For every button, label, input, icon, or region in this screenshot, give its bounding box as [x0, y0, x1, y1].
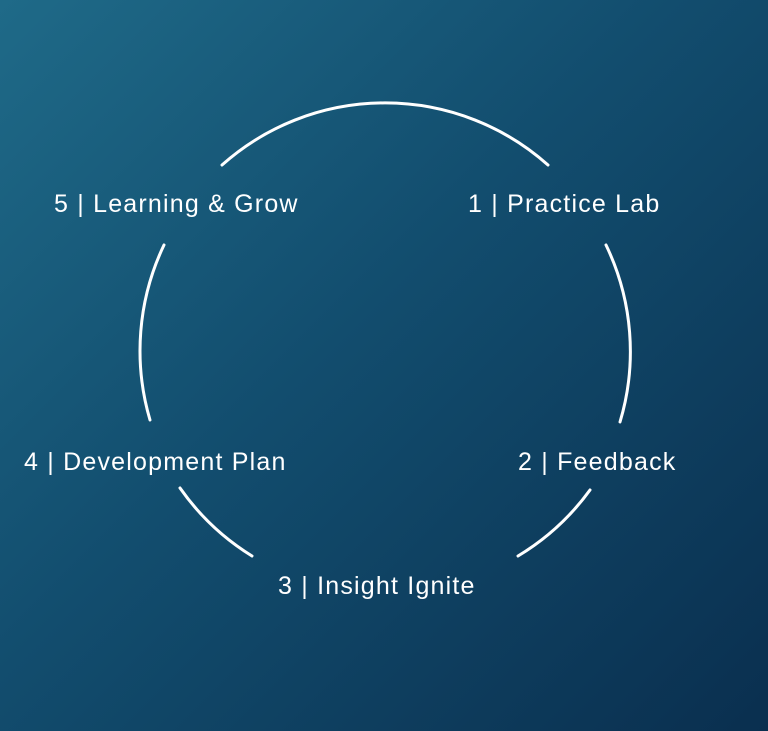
step-label-feedback: 2 | Feedback: [518, 448, 677, 476]
arc-left: [138, 243, 166, 422]
step-label-development-plan: 4 | Development Plan: [24, 448, 287, 476]
arc-top: [220, 101, 550, 167]
arc-bottom-right: [516, 488, 592, 558]
step-label-insight-ignite: 3 | Insight Ignite: [278, 572, 476, 600]
step-label-learning-grow: 5 | Learning & Grow: [54, 190, 299, 218]
step-label-practice-lab: 1 | Practice Lab: [468, 190, 661, 218]
arc-bottom-left: [178, 486, 254, 558]
arc-right: [604, 243, 632, 424]
